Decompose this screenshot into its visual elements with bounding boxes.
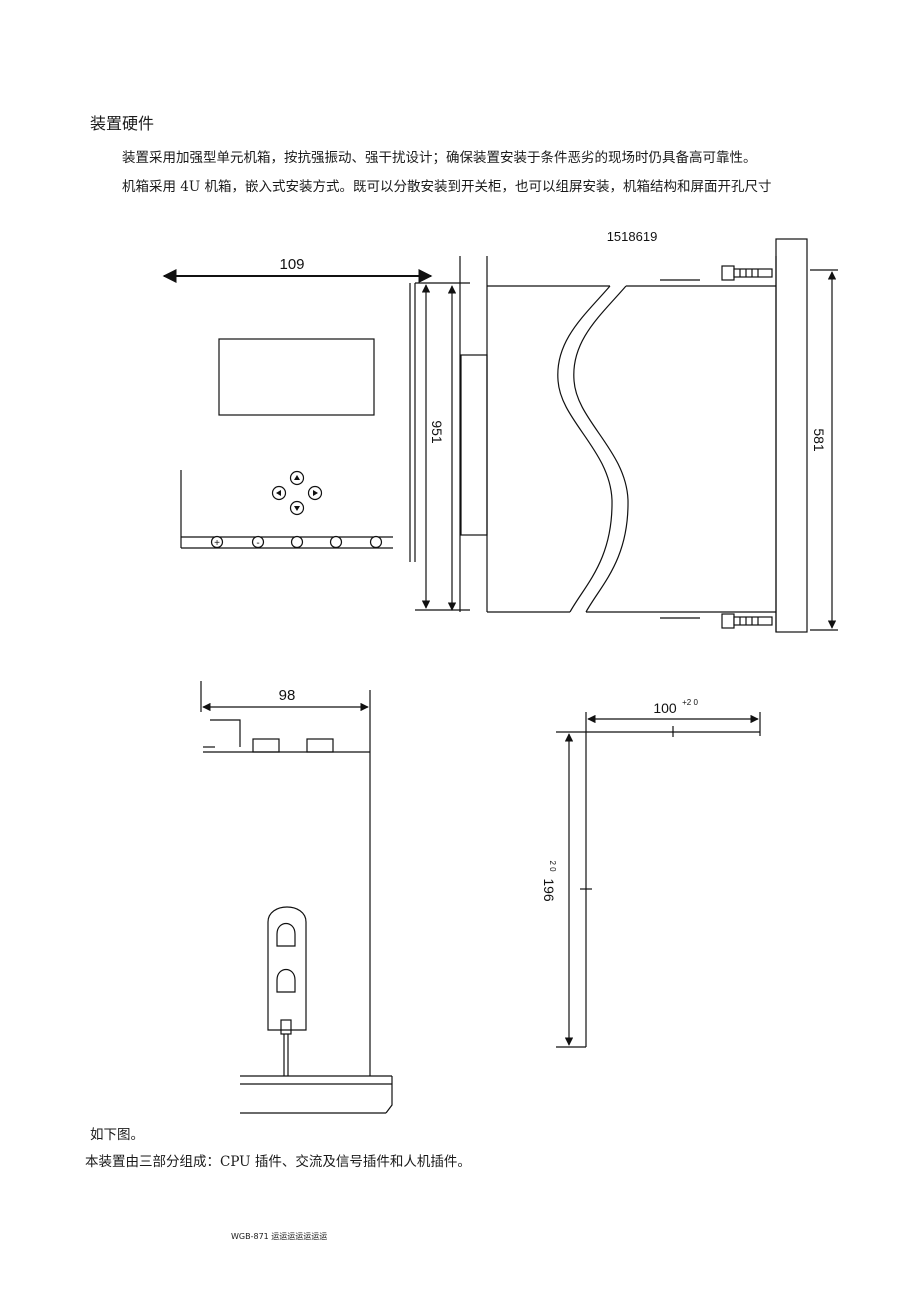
page-footer: WGB-871 运运运运运运运 [231, 1232, 328, 1241]
slot-lower [276, 968, 296, 993]
left-key [271, 485, 287, 501]
break-line-right [573, 285, 629, 613]
break-line-left [557, 285, 613, 613]
front-width-label: 109 [279, 256, 304, 273]
paragraph-chassis: 机箱采用 4U 机箱，嵌入式安装方式。既可以分散安装到开关柜，也可以组屏安装，机… [122, 179, 772, 195]
paragraph-caption: 如下图。 [90, 1127, 144, 1143]
front-view: 109 + - 951 [162, 256, 470, 611]
right-key [307, 485, 323, 501]
bracket-view: 98 [200, 681, 393, 1114]
minus-key-label: - [256, 538, 259, 549]
cutout-width-tolerance: +2 0 [682, 698, 698, 707]
section-title: 装置硬件 [90, 114, 155, 133]
mounting-screw-top [721, 265, 773, 281]
function-keys [210, 535, 383, 549]
lcd-screen [218, 338, 375, 416]
side-height-label: 581 [811, 428, 827, 452]
paragraph-components: 本装置由三部分组成：CPU 插件、交流及信号插件和人机插件。 [85, 1154, 471, 1170]
cutout-width-label: 100 [653, 700, 677, 716]
plus-key-label: + [214, 538, 220, 549]
plus-key [210, 535, 224, 549]
up-key [289, 470, 305, 486]
minus-key [251, 535, 265, 549]
paragraph-design: 装置采用加强型单元机箱，按抗强振动、强干扰设计；确保装置安装于条件恶劣的现场时仍… [122, 150, 757, 166]
navigation-keypad [271, 470, 323, 516]
top-depth-label: 98 [279, 687, 296, 704]
side-stamp: 1518619 [607, 229, 658, 244]
cutout-view: 100 +2 0 196 2 0 [541, 698, 761, 1048]
slot-upper [276, 922, 296, 947]
side-view: 1518619 581 [447, 229, 838, 633]
mounting-screw-bottom [721, 613, 773, 629]
cutout-height-label: 196 [541, 878, 557, 902]
cutout-height-tolerance: 2 0 [548, 860, 557, 872]
front-height-label: 951 [429, 420, 445, 444]
bracket-plate [267, 906, 307, 1031]
down-key [289, 500, 305, 516]
